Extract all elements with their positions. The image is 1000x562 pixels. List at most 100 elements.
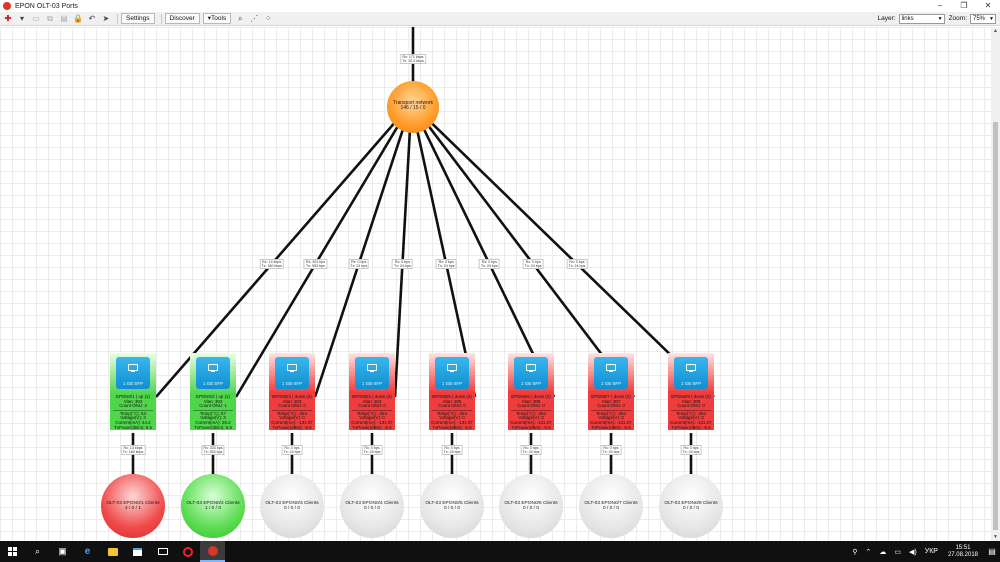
dropdown-arrow-icon[interactable]: ▾ [19, 14, 24, 23]
lock-icon[interactable]: 🔒 [73, 14, 83, 23]
port-current: Current(mA): -131.07 [271, 419, 313, 425]
store-icon [133, 547, 142, 556]
mail-icon [157, 548, 168, 555]
people-icon[interactable]: ⚲ [852, 548, 858, 556]
cloud-icon[interactable]: ☁ [879, 548, 887, 556]
copy-icon[interactable]: ⧉ [47, 13, 53, 23]
start-button[interactable] [0, 541, 25, 562]
scroll-up-icon[interactable]: ▲ [993, 28, 998, 34]
pointer-icon[interactable]: ➤ [102, 14, 110, 23]
task-view-button[interactable]: ▣ [50, 541, 75, 562]
client-link-traffic-label: Rx: 14 kbps Tx: 180 kbps [120, 445, 146, 455]
layout-icon[interactable]: ⁘ [264, 14, 272, 23]
divider [113, 409, 153, 411]
port-link-line[interactable] [413, 119, 477, 398]
clock[interactable]: 15:51 27.08.2018 [948, 545, 978, 559]
zoom-select[interactable]: 75% ▼ [970, 13, 996, 24]
scroll-down-icon[interactable]: ▼ [993, 534, 998, 540]
divider [591, 409, 631, 411]
discover-button[interactable]: Discover [164, 13, 200, 24]
close-button[interactable]: ✕ [984, 1, 992, 10]
store-button[interactable] [125, 541, 150, 562]
transport-network-node[interactable]: Transport network 146 / 15 / 0 [387, 81, 439, 133]
vertical-scrollbar[interactable]: ▲ ▼ [991, 27, 1000, 541]
remove-icon[interactable]: ▭ [32, 14, 40, 23]
sfp-label: 1 GB SFP [202, 381, 224, 386]
port-link-traffic-label: Rx: 0 bps Tx: 24 bps [522, 259, 544, 270]
port-current: Current(mA): -131.07 [670, 419, 712, 425]
chevron-up-icon[interactable]: ⌃ [865, 548, 872, 556]
monitor-icon [447, 364, 457, 372]
port-voltage: Voltage(V): 0 [359, 415, 385, 421]
port-link-line[interactable] [313, 119, 408, 398]
port-name: EPON0/6 ( down (2) [511, 394, 551, 399]
minimize-button[interactable]: – [937, 1, 943, 10]
port-voltage: Voltage(V): 0 [279, 415, 305, 421]
network-app-button[interactable] [200, 541, 225, 562]
sfp-module: 1 GB SFP [275, 357, 309, 389]
connect-nodes-icon[interactable]: ⋰ [250, 14, 259, 23]
mail-button[interactable] [150, 541, 175, 562]
client-link-traffic-label: Rx: 303 bps Tx: 553 bps [201, 445, 225, 455]
port-link-line[interactable] [422, 119, 636, 398]
port-link-traffic-label: Rx: 0 bps Tx: 24 bps [392, 259, 413, 270]
clients-node-name: OLT-03 EPON0/1 Clients [106, 501, 160, 506]
port-vlan: Vlan: 304 [362, 398, 382, 404]
client-link-traffic-label: Rx: 0 bps Tx: 24 bps [680, 445, 702, 455]
file-explorer-button[interactable] [100, 541, 125, 562]
sfp-module: 1 GB SFP [514, 357, 548, 389]
port-txpower: TxPower(dBm): -6.5 [272, 424, 312, 430]
opera-button[interactable] [175, 541, 200, 562]
clients-node-stats: 1 / 0 / 0 [205, 506, 221, 511]
port-temperature: Temp(°C): -254 [676, 410, 706, 416]
find-icon[interactable]: ⌕ [237, 13, 243, 23]
port-link-line[interactable] [427, 119, 715, 398]
port-header: 1 GB SFP [349, 353, 395, 393]
add-icon[interactable]: ✚ [4, 14, 12, 23]
language-indicator[interactable]: УКР [924, 548, 938, 555]
undo-icon[interactable]: ↶ [88, 14, 96, 23]
paste-icon[interactable]: ▤ [60, 14, 68, 23]
chevron-down-icon: ▼ [937, 15, 943, 22]
tools-menu-button[interactable]: ▾Tools [202, 13, 232, 24]
port-link-line[interactable] [234, 119, 403, 398]
port-link-line[interactable] [393, 119, 412, 398]
port-header: 1 GB SFP [110, 353, 156, 393]
network-icon[interactable]: ▭ [894, 548, 902, 556]
notification-icon[interactable]: ▤ [988, 547, 996, 556]
client-link-traffic-label: Rx: 0 bps Tx: 24 bps [361, 445, 383, 455]
port-link-traffic-label: Rx: 0 bps Tx: 24 bps [479, 259, 500, 270]
port-name: EPON0/1 ( up (1) [116, 394, 150, 399]
clients-node-stats: 0 / 0 / 0 [364, 506, 380, 511]
port-txpower: TxPower(dBm): -6.5 [511, 424, 551, 430]
maximize-button[interactable]: ❐ [960, 1, 968, 10]
port-link-line[interactable] [418, 119, 556, 398]
search-button[interactable]: ⌕ [25, 541, 50, 562]
settings-button[interactable]: Settings [121, 13, 155, 24]
sfp-label: 1 GB SFP [122, 381, 144, 386]
layer-select[interactable]: links ▼ [898, 13, 945, 24]
volume-icon[interactable]: ◀) [909, 548, 917, 556]
network-app-icon [207, 545, 218, 556]
port-link-line[interactable] [155, 119, 398, 398]
edge-button[interactable]: e [75, 541, 100, 562]
scrollbar-thumb[interactable] [993, 122, 998, 530]
